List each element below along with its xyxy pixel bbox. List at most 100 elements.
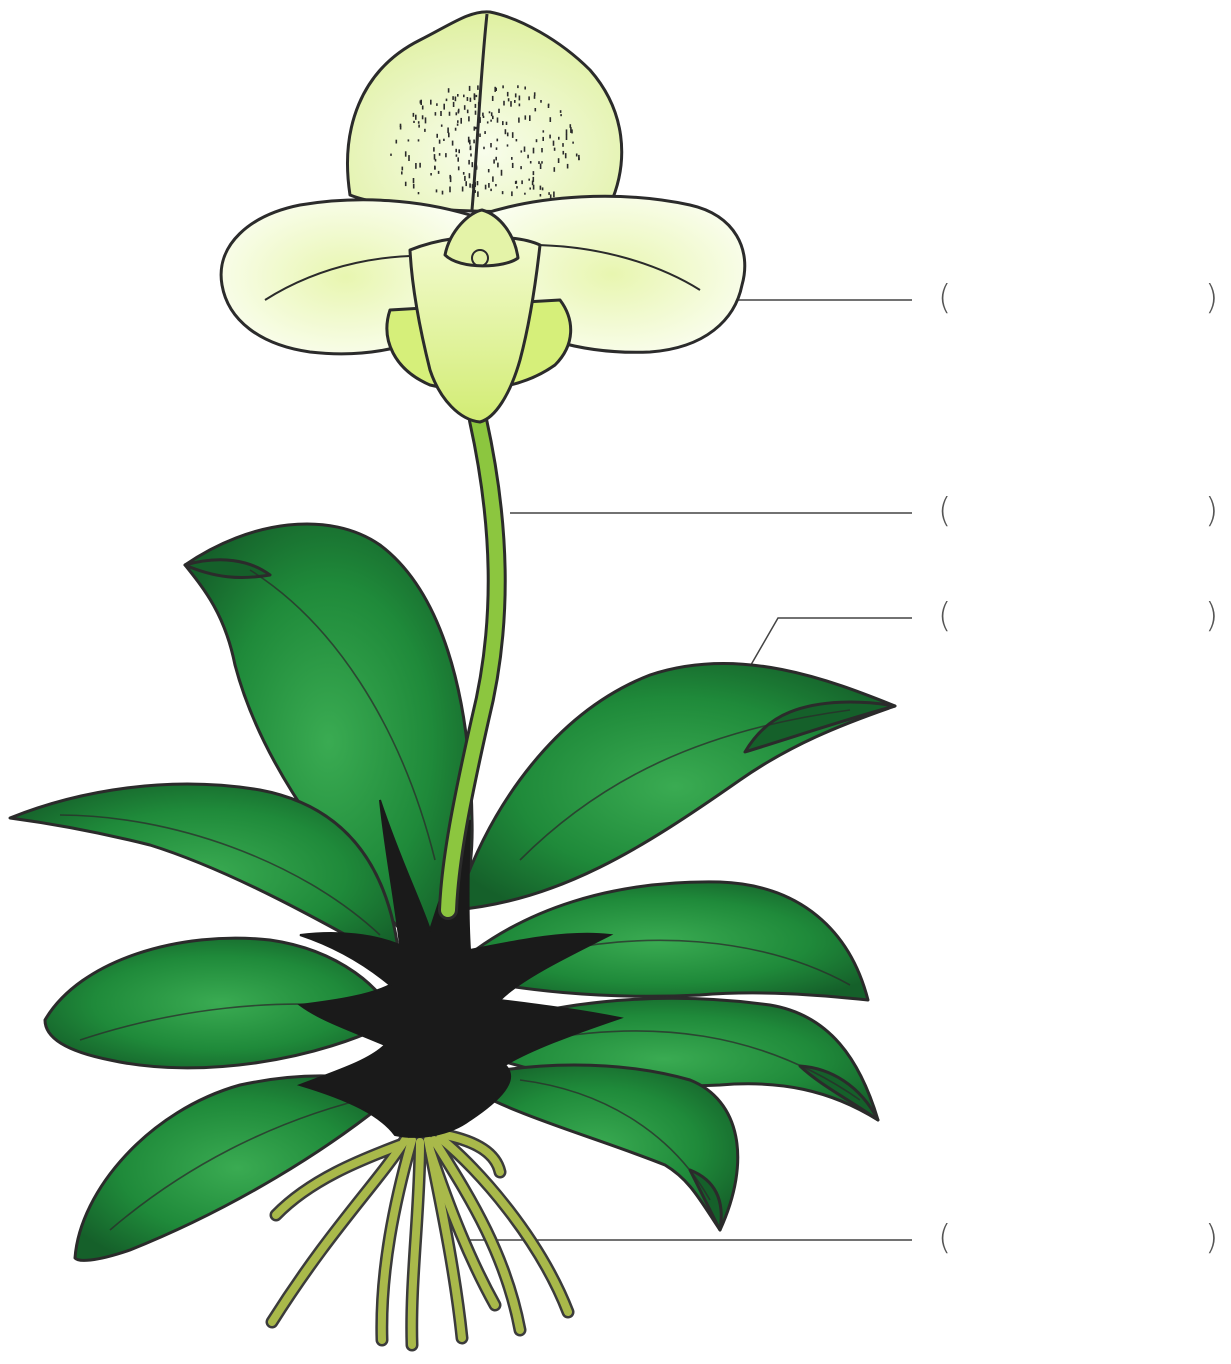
sepal-spot bbox=[488, 169, 490, 172]
sepal-spot bbox=[548, 105, 550, 108]
sepal-spot bbox=[433, 147, 435, 151]
sepal-spot bbox=[540, 164, 542, 170]
sepal-spot bbox=[490, 143, 492, 147]
sepal-spot bbox=[470, 147, 472, 150]
sepal-spot bbox=[562, 143, 564, 147]
sepal-spot bbox=[438, 171, 440, 174]
sepal-spot bbox=[418, 125, 420, 128]
sepal-spot bbox=[401, 171, 403, 174]
sepal-spot bbox=[418, 192, 420, 194]
sepal-spot bbox=[447, 128, 449, 134]
sepal-spot bbox=[572, 142, 574, 144]
sepal-spot bbox=[474, 182, 476, 187]
sepal-spot bbox=[515, 93, 517, 97]
sepal-spot bbox=[441, 125, 443, 127]
sepal-spot bbox=[472, 184, 474, 188]
sepal-spot bbox=[476, 165, 478, 168]
sepal-spot bbox=[488, 183, 490, 188]
sepal-spot bbox=[449, 112, 451, 116]
sepal-spot bbox=[448, 133, 450, 138]
sepal-spot bbox=[475, 111, 477, 115]
sepal-spot bbox=[474, 95, 476, 101]
sepal-spot bbox=[497, 163, 499, 168]
sepal-spot bbox=[469, 86, 471, 91]
sepal-spot bbox=[497, 118, 499, 123]
sepal-spot bbox=[576, 154, 578, 157]
sepal-spot bbox=[484, 131, 486, 134]
sepal-spot bbox=[413, 113, 415, 117]
sepal-spot bbox=[455, 128, 457, 131]
sepal-spot bbox=[415, 163, 417, 169]
sepal-spot bbox=[558, 158, 560, 163]
sepal-spot bbox=[455, 97, 457, 102]
sepal-spot bbox=[443, 139, 445, 141]
sepal-spot bbox=[570, 124, 572, 128]
sepal-spot bbox=[541, 161, 543, 163]
sepal-spot bbox=[525, 115, 527, 119]
sepal-spot bbox=[400, 124, 402, 127]
sepal-spot bbox=[554, 167, 556, 172]
sepal-spot bbox=[528, 96, 530, 100]
sepal-spot bbox=[470, 154, 472, 157]
sepal-spot bbox=[521, 150, 523, 152]
sepal-spot bbox=[514, 100, 516, 103]
sepal-spot bbox=[503, 101, 505, 106]
sepal-spot bbox=[495, 157, 497, 161]
sepal-spot bbox=[491, 112, 493, 116]
sepal-spot bbox=[534, 92, 536, 96]
sepal-spot bbox=[538, 161, 540, 164]
sepal-spot bbox=[530, 161, 532, 164]
sepal-spot bbox=[558, 137, 560, 140]
sepal-spot bbox=[533, 185, 535, 190]
sepal-spot bbox=[527, 155, 529, 159]
sepal-spot bbox=[450, 176, 452, 182]
sepal-spot bbox=[476, 95, 478, 97]
sepal-spot bbox=[434, 166, 436, 170]
sepal-spot bbox=[405, 182, 407, 186]
sepal-spot bbox=[455, 149, 457, 152]
sepal-spot bbox=[550, 194, 552, 199]
sepal-spot bbox=[566, 129, 568, 134]
sepal-spot bbox=[435, 112, 437, 116]
sepal-spot bbox=[516, 186, 518, 188]
sepal-spot bbox=[548, 192, 550, 195]
sepal-spot bbox=[413, 184, 415, 189]
sepal-spot bbox=[470, 98, 472, 102]
sepal-spot bbox=[434, 154, 436, 160]
sepal-spot bbox=[567, 164, 569, 169]
sepal-spot bbox=[452, 141, 454, 146]
sepal-spot bbox=[534, 96, 536, 99]
sepal-spot bbox=[469, 183, 471, 187]
sepal-spot bbox=[456, 154, 458, 156]
sepal-spot bbox=[483, 147, 485, 150]
sepal-spot bbox=[475, 127, 477, 129]
sepal-spot bbox=[554, 148, 556, 151]
sepal-spot bbox=[477, 191, 479, 197]
label-leaf-open: ( bbox=[938, 596, 951, 636]
sepal-spot bbox=[540, 194, 542, 197]
sepal-spot bbox=[507, 92, 509, 97]
label-stem-open: ( bbox=[938, 491, 951, 531]
sepal-spot bbox=[465, 181, 467, 186]
sepal-spot bbox=[418, 139, 420, 141]
sepal-spot bbox=[512, 132, 514, 138]
sepal-spot bbox=[519, 104, 521, 107]
sepal-spot bbox=[446, 99, 448, 102]
sepal-spot bbox=[473, 140, 475, 144]
sepal-spot bbox=[474, 127, 476, 131]
sepal-spot bbox=[497, 139, 499, 142]
sepal-spot bbox=[430, 173, 432, 176]
sepal-spot bbox=[533, 177, 535, 182]
sepal-spot bbox=[516, 139, 518, 141]
sepal-spot bbox=[445, 153, 447, 157]
sepal-spot bbox=[422, 115, 424, 119]
sepal-spot bbox=[565, 153, 567, 158]
sepal-spot bbox=[440, 111, 442, 116]
sepal-spot bbox=[479, 134, 481, 138]
sepal-spot bbox=[496, 147, 498, 150]
sepal-spot bbox=[467, 110, 469, 114]
sepal-spot bbox=[415, 115, 417, 120]
sepal-spot bbox=[458, 110, 460, 113]
